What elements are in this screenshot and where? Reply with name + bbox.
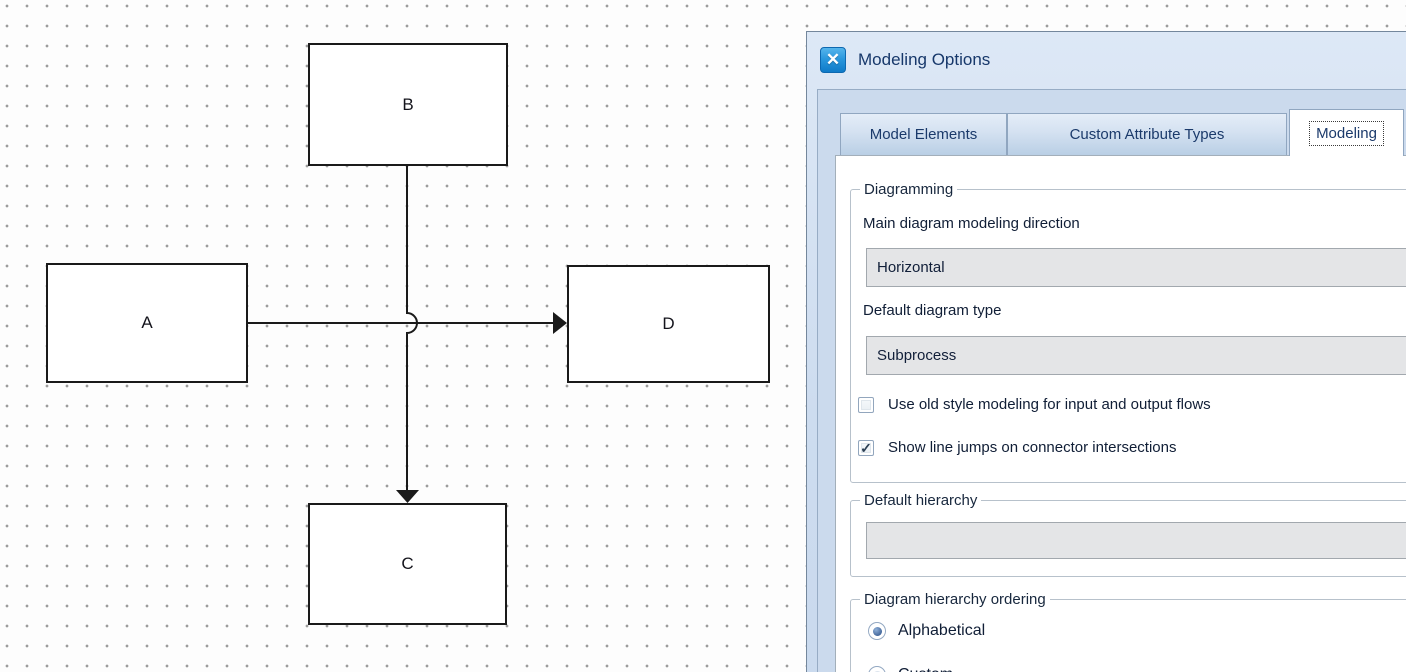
- main-direction-field[interactable]: Horizontal: [866, 248, 1406, 287]
- check-icon: ✓: [860, 439, 872, 456]
- radio-row-alphabetical[interactable]: Alphabetical: [868, 622, 985, 640]
- diagram-node-b[interactable]: B: [308, 43, 508, 166]
- tab-label: Custom Attribute Types: [1069, 126, 1225, 143]
- node-label: D: [662, 314, 675, 333]
- main-direction-value: Horizontal: [877, 259, 945, 276]
- line-jumps-checkbox[interactable]: ✓: [858, 439, 874, 456]
- diagram-node-c[interactable]: C: [308, 503, 507, 625]
- dialog-titlebar[interactable]: ✕ Modeling Options: [807, 32, 1406, 88]
- old-style-checkbox[interactable]: [858, 396, 874, 413]
- x-glyph: ✕: [825, 50, 841, 69]
- radio-row-custom[interactable]: Custom: [868, 666, 953, 672]
- diagram-node-d[interactable]: D: [567, 265, 770, 383]
- default-type-label: Default diagram type: [863, 302, 1002, 319]
- radio-alphabetical[interactable]: [868, 622, 886, 640]
- group-default-hierarchy: Default hierarchy: [850, 492, 1406, 577]
- tab-label: Model Elements: [869, 126, 978, 143]
- line-jumps-checkbox-row[interactable]: ✓ Show line jumps on connector intersect…: [858, 439, 1177, 456]
- default-type-field[interactable]: Subprocess: [866, 336, 1406, 375]
- dialog-panel: Model Elements Custom Attribute Types Mo…: [817, 89, 1406, 672]
- radio-custom[interactable]: [868, 666, 886, 672]
- connector-layer: [248, 166, 567, 503]
- radio-custom-label: Custom: [898, 666, 953, 672]
- node-label: C: [401, 554, 414, 573]
- default-type-value: Subprocess: [877, 347, 957, 364]
- modeling-options-dialog: ✕ Modeling Options Model Elements Custom…: [806, 31, 1406, 672]
- tab-model-elements[interactable]: Model Elements: [840, 113, 1007, 155]
- tab-custom-attribute-types[interactable]: Custom Attribute Types: [1007, 113, 1287, 155]
- arrowhead-down-icon: [396, 490, 419, 503]
- group-hierarchy-ordering: Diagram hierarchy ordering: [850, 591, 1406, 672]
- default-hierarchy-field[interactable]: [866, 522, 1406, 559]
- arrowhead-right-icon: [553, 312, 567, 334]
- tab-modeling[interactable]: Modeling: [1289, 109, 1404, 156]
- app-x-icon: ✕: [820, 47, 846, 73]
- connector-b-to-c[interactable]: [406, 166, 418, 490]
- group-hierarchy-ordering-legend: Diagram hierarchy ordering: [860, 591, 1050, 609]
- radio-unselected-dot: [872, 670, 882, 672]
- old-style-label: Use old style modeling for input and out…: [888, 396, 1211, 413]
- group-default-hierarchy-legend: Default hierarchy: [860, 492, 982, 510]
- group-diagramming: Diagramming: [850, 181, 1406, 483]
- tab-label: Modeling: [1309, 120, 1384, 146]
- node-label: B: [402, 94, 414, 114]
- radio-alphabetical-label: Alphabetical: [898, 622, 986, 639]
- line-jumps-label: Show line jumps on connector intersectio…: [888, 439, 1177, 456]
- diagram-node-a[interactable]: A: [46, 263, 248, 383]
- old-style-checkbox-row[interactable]: Use old style modeling for input and out…: [858, 396, 1211, 413]
- dialog-title: Modeling Options: [858, 50, 991, 69]
- radio-selected-dot: [872, 626, 882, 636]
- group-diagramming-legend: Diagramming: [860, 181, 958, 199]
- main-direction-label: Main diagram modeling direction: [863, 215, 1080, 232]
- node-label: A: [141, 313, 153, 332]
- tab-page-modeling: Diagramming Main diagram modeling direct…: [835, 155, 1406, 672]
